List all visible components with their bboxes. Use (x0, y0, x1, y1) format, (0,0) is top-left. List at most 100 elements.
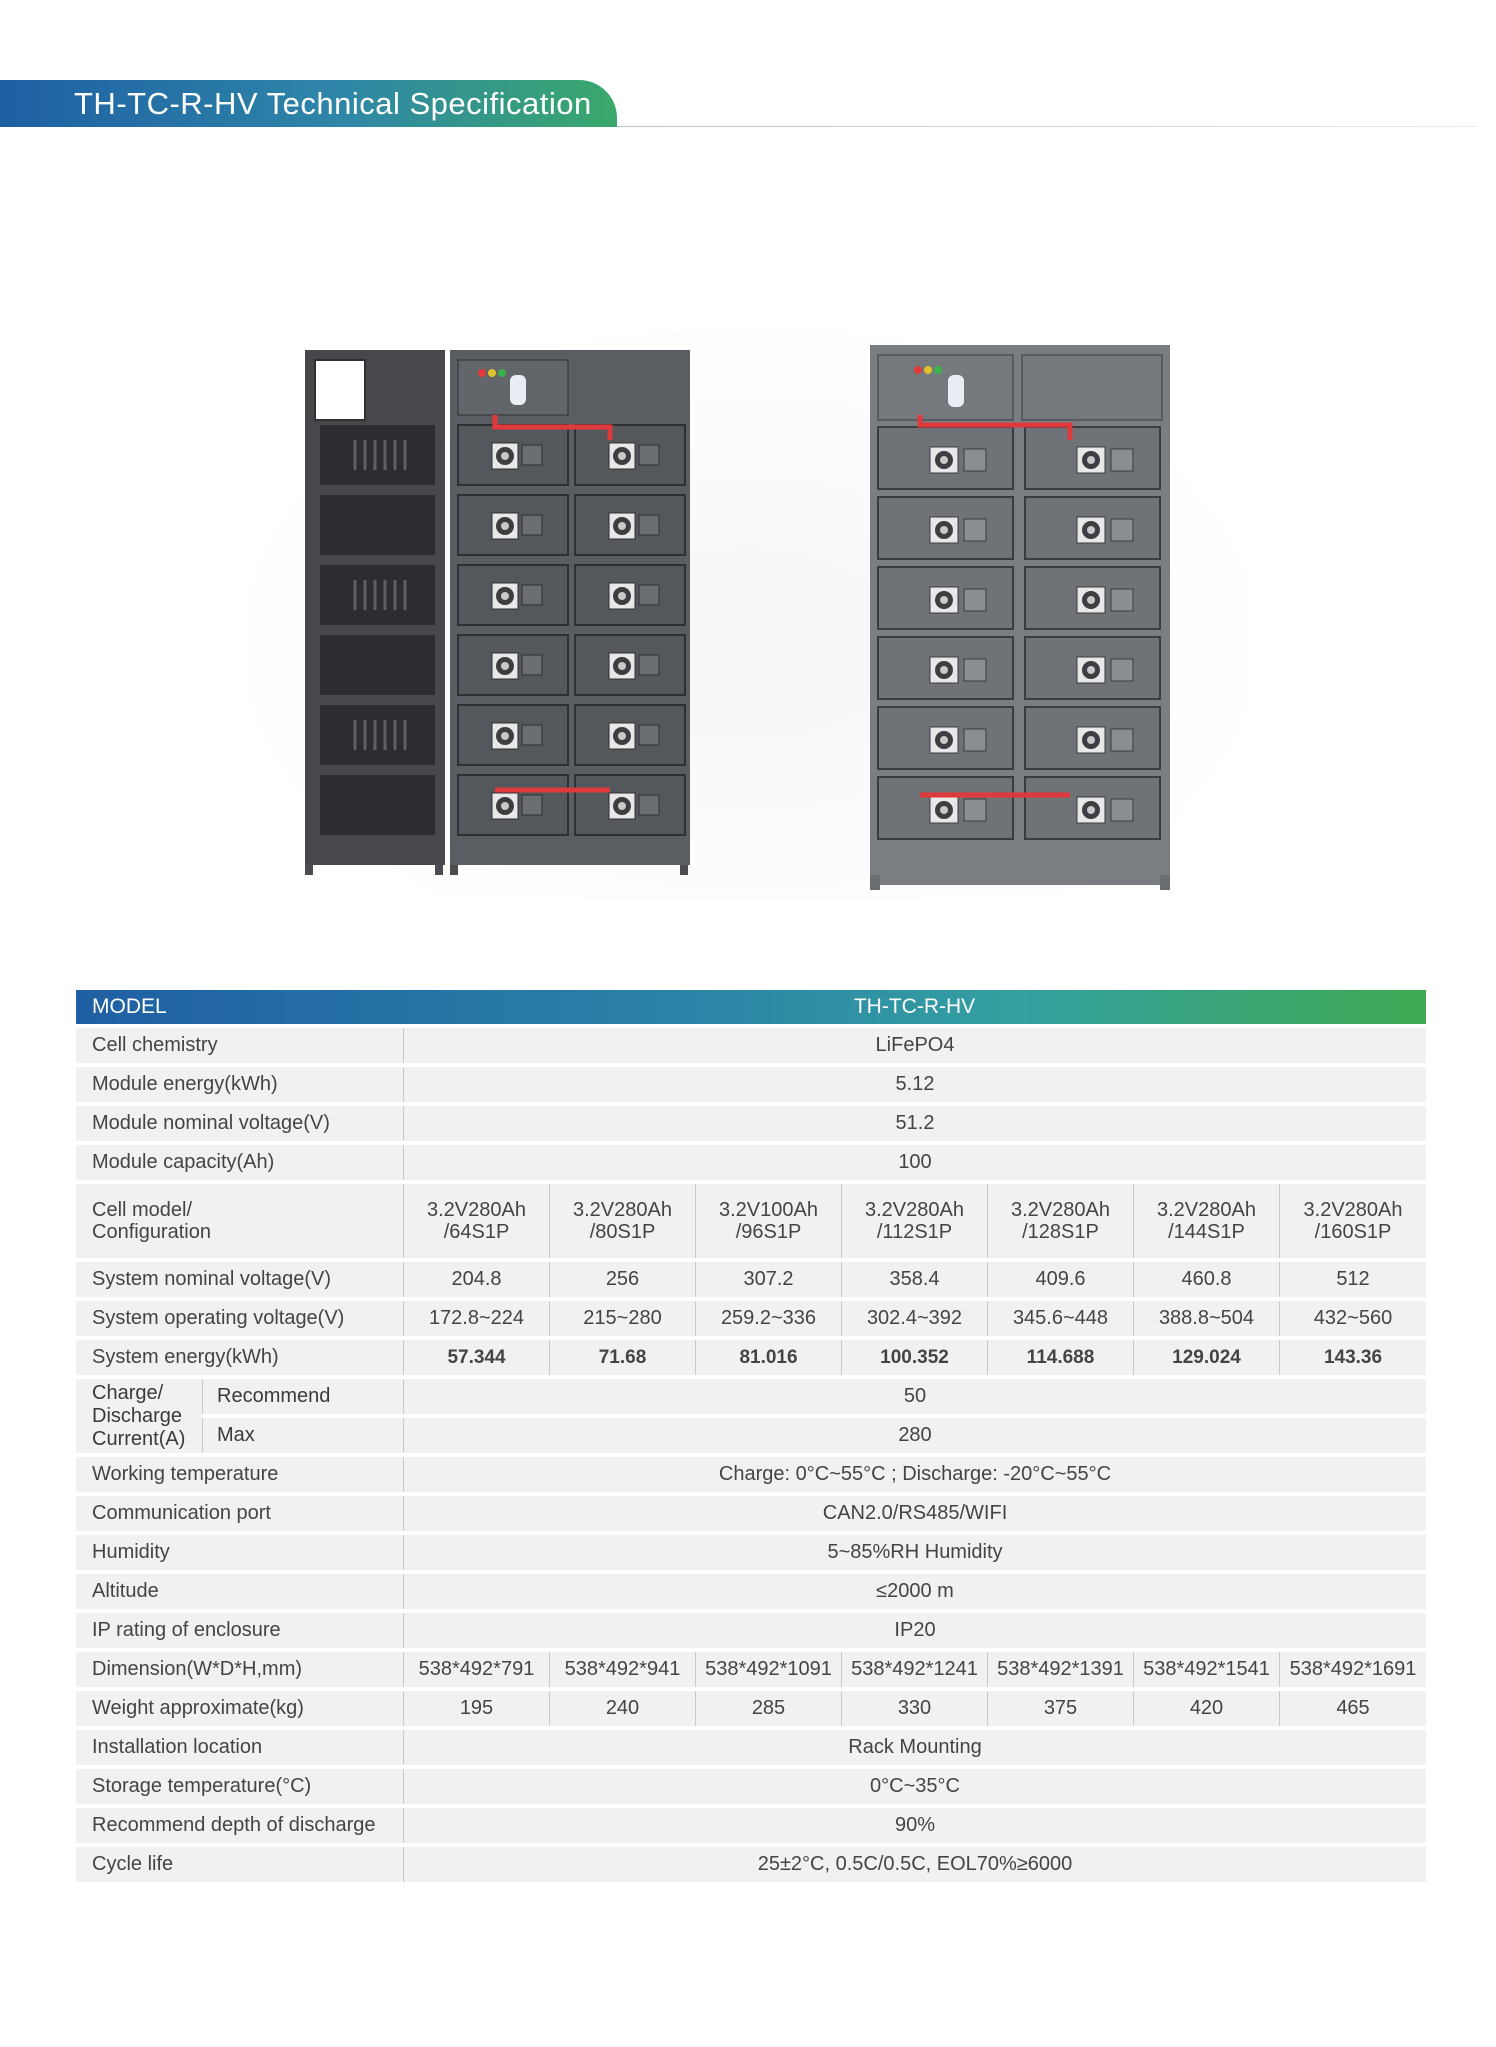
row-label: System energy(kWh) (76, 1340, 403, 1375)
cell-model-label: Cell model/ Configuration (76, 1184, 403, 1258)
row-value: 51.2 (403, 1106, 1427, 1141)
battery-rack-light-image (870, 345, 1170, 890)
row-cell: 345.6~448 (987, 1301, 1133, 1336)
row-label: Weight approximate(kg) (76, 1691, 403, 1726)
cell-model-line2: /112S1P (876, 1221, 953, 1243)
row-label: Dimension(W*D*H,mm) (76, 1652, 403, 1687)
row-cell: 114.688 (987, 1340, 1133, 1375)
cell-model-cell: 3.2V280Ah/144S1P (1133, 1184, 1279, 1258)
table-row: Cell chemistry LiFePO4 (76, 1028, 1427, 1063)
table-header-row: MODEL TH-TC-R-HV (76, 990, 1427, 1024)
row-cell: 256 (549, 1262, 695, 1297)
row-label: System operating voltage(V) (76, 1301, 403, 1336)
max-value: 280 (403, 1418, 1427, 1453)
row-label: System nominal voltage(V) (76, 1262, 403, 1297)
header-divider (617, 126, 1477, 127)
recommend-label: Recommend (202, 1379, 403, 1414)
table-row: Storage temperature(°C) 0°C~35°C (76, 1769, 1427, 1804)
cell-model-line2: /64S1P (443, 1221, 510, 1243)
row-cell: 512 (1279, 1262, 1427, 1297)
charge-label-line2: Discharge (92, 1404, 183, 1427)
row-cell: 538*492*1691 (1279, 1652, 1427, 1687)
row-cell: 420 (1133, 1691, 1279, 1726)
cell-model-cell: 3.2V280Ah/160S1P (1279, 1184, 1427, 1258)
row-cell: 538*492*941 (549, 1652, 695, 1687)
battery-rack-dark-image (305, 350, 690, 875)
system-energy-row: System energy(kWh) 57.344 71.68 81.016 1… (76, 1340, 1427, 1375)
table-row: Module energy(kWh) 5.12 (76, 1067, 1427, 1102)
row-cell: 538*492*1091 (695, 1652, 841, 1687)
row-label: Humidity (76, 1535, 403, 1570)
row-cell: 538*492*1541 (1133, 1652, 1279, 1687)
cell-model-label-line1: Cell model/ (92, 1199, 193, 1221)
cell-model-cell: 3.2V280Ah/128S1P (987, 1184, 1133, 1258)
spec-table: MODEL TH-TC-R-HV Cell chemistry LiFePO4 … (76, 986, 1427, 1886)
charge-label-line1: Charge/ (92, 1381, 164, 1404)
row-value: Rack Mounting (403, 1730, 1427, 1765)
row-label: Cycle life (76, 1847, 403, 1882)
table-row: Communication port CAN2.0/RS485/WIFI (76, 1496, 1427, 1531)
row-value: ≤2000 m (403, 1574, 1427, 1609)
row-cell: 215~280 (549, 1301, 695, 1336)
row-value: 0°C~35°C (403, 1769, 1427, 1804)
row-cell: 129.024 (1133, 1340, 1279, 1375)
row-value: 5~85%RH Humidity (403, 1535, 1427, 1570)
cell-model-cell: 3.2V280Ah/64S1P (403, 1184, 549, 1258)
table-row: Module nominal voltage(V) 51.2 (76, 1106, 1427, 1141)
cell-model-line2: /160S1P (1314, 1221, 1392, 1243)
row-cell: 538*492*791 (403, 1652, 549, 1687)
charge-label-line3: Current(A) (92, 1427, 186, 1450)
row-cell: 259.2~336 (695, 1301, 841, 1336)
table-row: Module capacity(Ah) 100 (76, 1145, 1427, 1180)
row-label: Installation location (76, 1730, 403, 1765)
row-value: CAN2.0/RS485/WIFI (403, 1496, 1427, 1531)
cell-model-cell: 3.2V280Ah/112S1P (841, 1184, 987, 1258)
table-row: Altitude ≤2000 m (76, 1574, 1427, 1609)
row-cell: 460.8 (1133, 1262, 1279, 1297)
page-title: TH-TC-R-HV Technical Specification (74, 86, 592, 121)
cell-model-line2: /144S1P (1168, 1221, 1245, 1243)
row-cell: 240 (549, 1691, 695, 1726)
row-cell: 302.4~392 (841, 1301, 987, 1336)
row-label: Altitude (76, 1574, 403, 1609)
recommend-value: 50 (403, 1379, 1427, 1414)
cell-model-row: Cell model/ Configuration 3.2V280Ah/64S1… (76, 1184, 1427, 1258)
cell-model-label-line2: Configuration (92, 1221, 211, 1243)
cell-model-line2: /96S1P (735, 1221, 802, 1243)
cell-model-line2: /80S1P (589, 1221, 656, 1243)
row-value: IP20 (403, 1613, 1427, 1648)
cell-model-line2: /128S1P (1022, 1221, 1099, 1243)
cell-model-line1: 3.2V280Ah (865, 1199, 964, 1221)
row-label: Recommend depth of discharge (76, 1808, 403, 1843)
max-label: Max (202, 1418, 403, 1453)
row-value: Charge: 0°C~55°C ; Discharge: -20°C~55°C (403, 1457, 1427, 1492)
row-cell: 57.344 (403, 1340, 549, 1375)
weight-row: Weight approximate(kg) 195 240 285 330 3… (76, 1691, 1427, 1726)
table-row: Recommend depth of discharge 90% (76, 1808, 1427, 1843)
row-label: Working temperature (76, 1457, 403, 1492)
row-cell: 71.68 (549, 1340, 695, 1375)
row-label: Communication port (76, 1496, 403, 1531)
model-label: MODEL (92, 995, 167, 1018)
row-cell: 307.2 (695, 1262, 841, 1297)
model-value: TH-TC-R-HV (853, 995, 976, 1018)
row-label: IP rating of enclosure (76, 1613, 403, 1648)
row-label: Module energy(kWh) (76, 1067, 403, 1102)
row-cell: 204.8 (403, 1262, 549, 1297)
row-value: 100 (403, 1145, 1427, 1180)
row-value: 90% (403, 1808, 1427, 1843)
row-label: Storage temperature(°C) (76, 1769, 403, 1804)
row-label: Module nominal voltage(V) (76, 1106, 403, 1141)
row-label: Cell chemistry (76, 1028, 403, 1063)
charge-max-row: Max 280 (76, 1418, 1427, 1453)
row-label: Module capacity(Ah) (76, 1145, 403, 1180)
title-banner (0, 80, 617, 127)
system-nominal-voltage-row: System nominal voltage(V) 204.8 256 307.… (76, 1262, 1427, 1297)
table-row: Cycle life 25±2°C, 0.5C/0.5C, EOL70%≥600… (76, 1847, 1427, 1882)
row-cell: 409.6 (987, 1262, 1133, 1297)
cell-model-cell: 3.2V100Ah/96S1P (695, 1184, 841, 1258)
row-cell: 375 (987, 1691, 1133, 1726)
row-cell: 100.352 (841, 1340, 987, 1375)
row-value: LiFePO4 (403, 1028, 1427, 1063)
row-value: 25±2°C, 0.5C/0.5C, EOL70%≥6000 (403, 1847, 1427, 1882)
